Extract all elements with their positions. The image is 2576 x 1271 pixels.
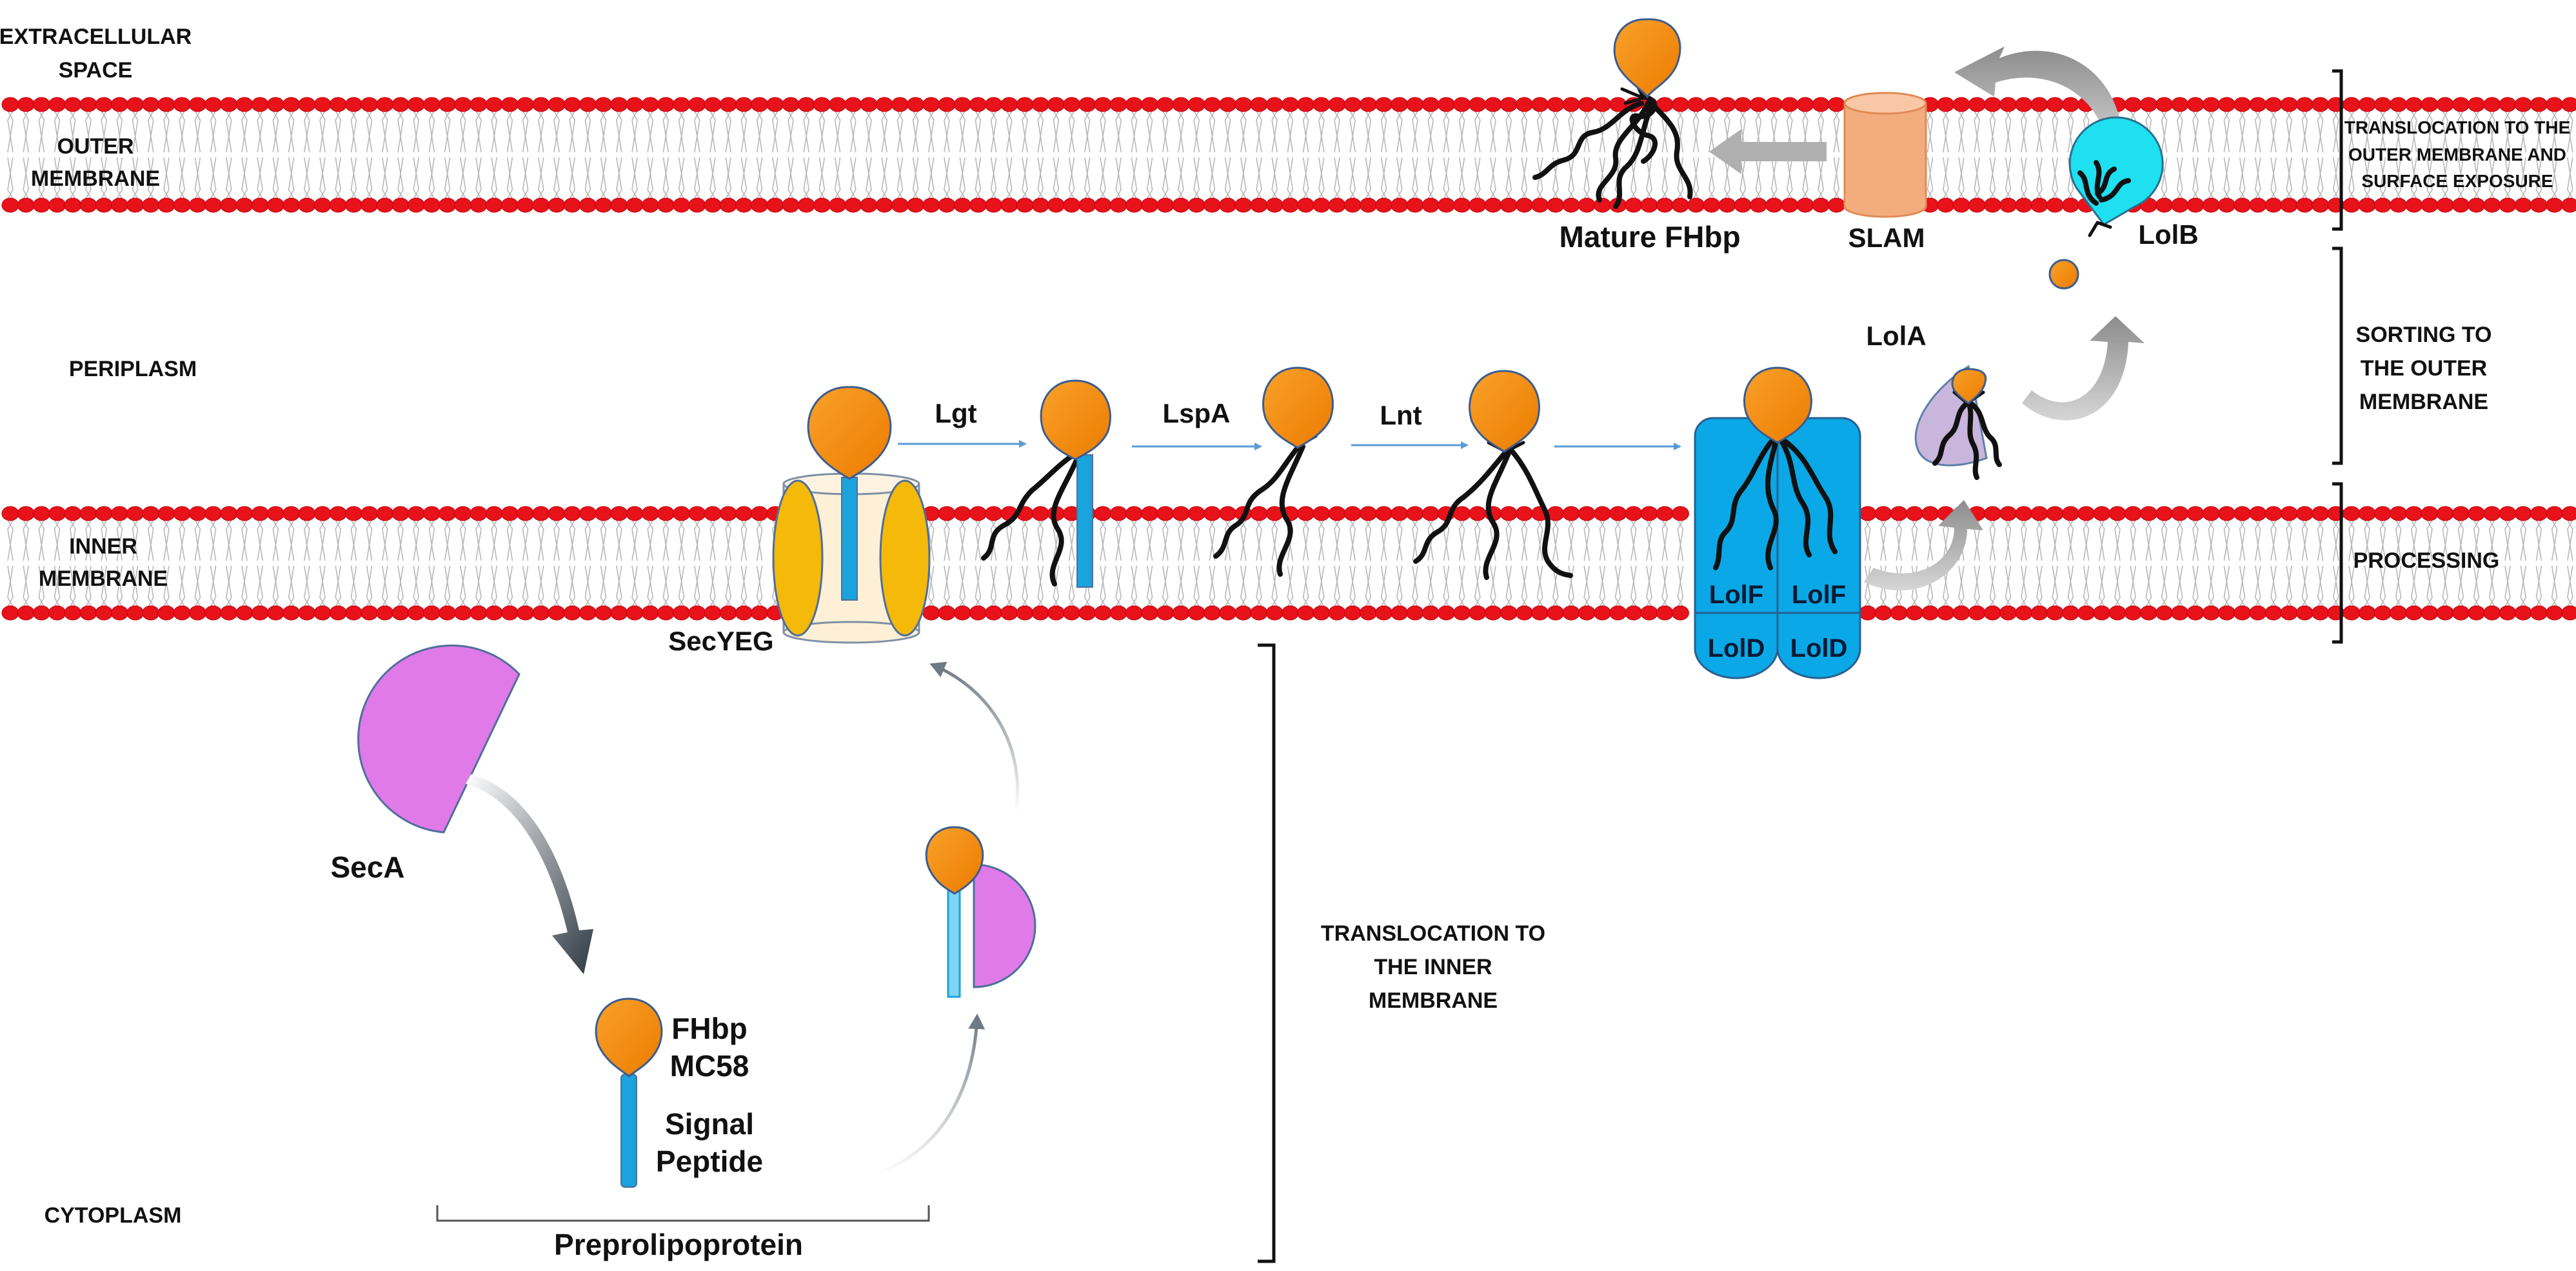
lolf-left-label: LolF	[1709, 581, 1763, 609]
fhbp-label-line1: FHbp	[671, 1012, 748, 1045]
lold-left-label: LolD	[1708, 634, 1765, 663]
inner-membrane-label-line1: INNER	[69, 534, 137, 559]
stage-sorting-line1: SORTING TO	[2356, 323, 2492, 347]
lola-protein	[1914, 365, 2002, 480]
lolf-right-label: LolF	[1792, 581, 1846, 609]
bracket-outer-translocation	[2332, 69, 2343, 231]
cytoplasm-label: CYTOPLASM	[45, 1203, 182, 1228]
seca-protein	[357, 645, 520, 834]
secyeg-channel	[772, 386, 931, 644]
fhbp-preprolipoprotein	[595, 997, 663, 1188]
fhbp-after-lgt	[981, 379, 1111, 588]
stage-inner-line1: TRANSLOCATION TO	[1321, 921, 1545, 946]
mature-fhbp	[1532, 18, 1693, 209]
lolcde-complex	[1694, 366, 1861, 679]
fhbp-after-lnt	[1413, 370, 1573, 580]
arrow-seca-to-fhbp	[466, 774, 593, 974]
bracket-processing	[2332, 482, 2343, 644]
lolb-protein	[2048, 116, 2164, 290]
fhbp-label-line2: MC58	[670, 1049, 749, 1083]
stage-outer-line2: OUTER MEMBRANE AND	[2348, 145, 2566, 165]
extracellular-label-line2: SPACE	[59, 58, 133, 83]
signal-peptide-label-line1: Signal	[665, 1107, 754, 1141]
preprolipoprotein-label: Preprolipoprotein	[554, 1228, 803, 1261]
stage-outer-line1: TRANSLOCATION TO THE	[2344, 117, 2571, 137]
outer-membrane-label-line2: MEMBRANE	[31, 166, 160, 191]
signal-peptide-label-line2: Peptide	[656, 1145, 763, 1178]
preprolipoprotein-bracket	[436, 1205, 930, 1222]
arrow-lola-to-lolb	[2022, 316, 2145, 421]
lold-right-label: LolD	[1790, 634, 1848, 663]
lspa-label: LspA	[1163, 398, 1231, 428]
lgt-label: Lgt	[935, 398, 976, 428]
arrow-lolcde-to-lola	[1864, 500, 1983, 591]
lola-label: LolA	[1866, 321, 1926, 351]
outer-membrane	[1, 97, 2576, 213]
stage-processing: PROCESSING	[2353, 548, 2500, 573]
outer-membrane-label-line1: OUTER	[57, 134, 134, 159]
periplasm-label: PERIPLASM	[69, 357, 197, 381]
arrow-lolb-to-slam	[1954, 46, 2123, 155]
stage-brackets: TRANSLOCATION TO THE OUTER MEMBRANE AND …	[1258, 69, 2571, 1263]
lolb-label: LolB	[2138, 219, 2198, 250]
seca-label: SecA	[330, 850, 404, 884]
stage-sorting-line2: THE OUTER	[2361, 356, 2487, 381]
fhbp-after-lspa	[1213, 366, 1334, 577]
slam-transporter	[1843, 92, 1927, 218]
stage-sorting-line3: MEMBRANE	[2359, 390, 2488, 414]
mature-fhbp-label: Mature FHbp	[1559, 220, 1740, 254]
processing-arrows	[898, 440, 1681, 450]
lnt-label: Lnt	[1380, 400, 1422, 430]
stage-inner-line2: THE INNER	[1374, 955, 1492, 979]
secyeg-label: SecYEG	[668, 626, 773, 656]
bracket-inner-translocation	[1258, 643, 1276, 1263]
slam-label: SLAM	[1848, 223, 1925, 253]
arrow-fhbp-to-seca-complex	[873, 1014, 986, 1176]
extracellular-label-line1: EXTRACELLULAR	[0, 25, 192, 49]
arrow-complex-to-secyeg	[929, 661, 1020, 814]
seca-fhbp-complex	[925, 826, 1036, 998]
region-labels: EXTRACELLULAR SPACE OUTER MEMBRANE PERIP…	[0, 25, 197, 1228]
bracket-sorting	[2332, 246, 2343, 465]
inner-membrane	[1, 506, 2576, 621]
stage-inner-line3: MEMBRANE	[1369, 988, 1498, 1013]
stage-outer-line3: SURFACE EXPOSURE	[2361, 171, 2553, 191]
inner-membrane-label-line2: MEMBRANE	[39, 566, 168, 591]
arrow-slam-to-surface	[1709, 129, 1827, 174]
